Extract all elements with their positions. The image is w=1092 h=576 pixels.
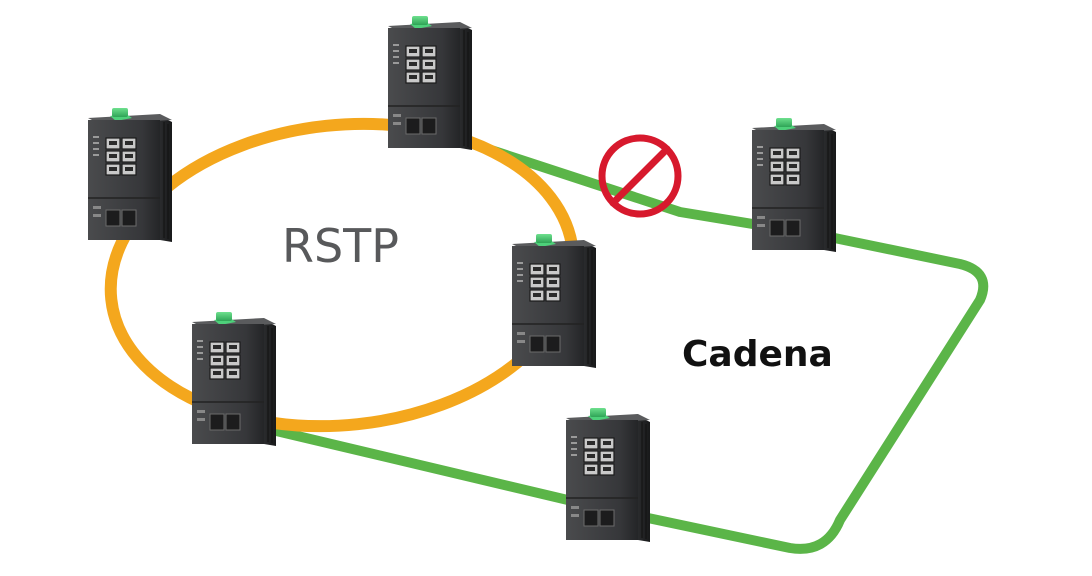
switch-right <box>751 117 837 253</box>
switch-bottom <box>565 407 651 543</box>
no-entry-icon <box>598 134 682 218</box>
switch-top <box>387 15 473 151</box>
switch-bottom-left <box>191 311 277 447</box>
chain-link-path <box>225 125 989 554</box>
switch-middle <box>511 233 597 369</box>
chain-label: Cadena <box>682 334 833 375</box>
switch-left <box>87 107 173 243</box>
rstp-label: RSTP <box>282 219 399 273</box>
